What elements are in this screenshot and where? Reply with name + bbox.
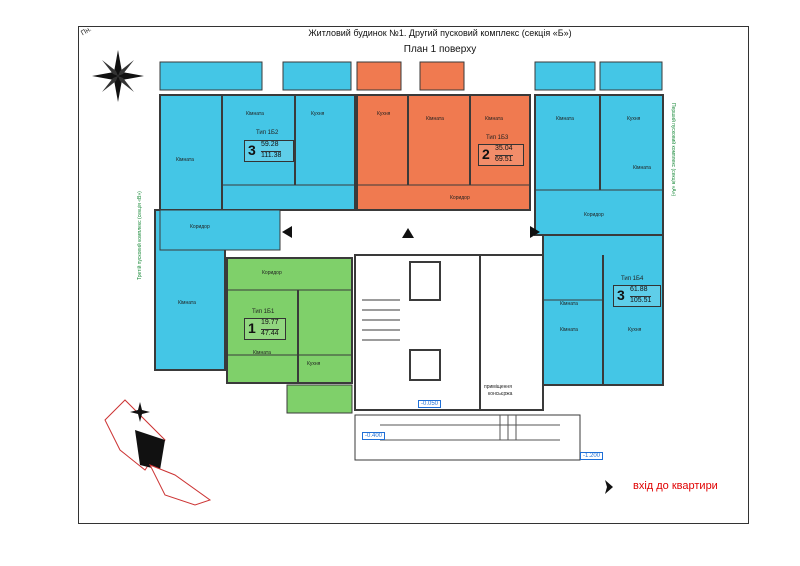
unit-badge-1b1: 1 19.77 47.44 [244,318,286,340]
left-section-label: Третій пусковий комплекс (секція «В») [137,191,143,280]
balcony [599,61,663,91]
unit-type-1b3: Тип 1Б3 [486,135,509,141]
room-label: Кімната [560,327,578,333]
corridor-left [159,209,281,251]
room-label: Кімната [485,116,503,122]
unit-badge-1b4: 3 61.88 105.51 [613,285,661,307]
unit-1b3 [356,94,531,211]
unit-type-1b2: Тип 1Б2 [256,130,279,136]
unit-type-1b1: Тип 1Б1 [252,309,275,315]
unit-1b2 [159,94,356,211]
room-label: Кухня [311,111,325,117]
room-label: Кімната [633,165,651,171]
unit-badge-1b2: 3 59.28 111.38 [244,140,294,162]
level-mark: -0.050 [418,400,442,408]
room-label: Кімната [178,300,196,306]
entrance-arrow-icon [282,226,292,238]
room-label: Кімната [253,350,271,356]
unit-type-1b4: Тип 1Б4 [621,276,644,282]
elevator [409,349,441,381]
balcony [286,384,353,414]
entrance-ramp [354,414,581,461]
page-title: Житловий будинок №1. Другий пусковий ком… [308,28,572,38]
balcony [356,61,402,91]
concierge-label: приміщення [484,384,512,390]
site-plan-thumbnail [104,399,212,506]
compass-icon [92,50,144,102]
room-label: Кімната [176,157,194,163]
room-label: Коридор [190,224,210,230]
right-section-label: Перший пусковий комплекс (секція «А») [670,103,676,197]
room-label: Кухня [307,361,321,367]
unit-badge-1b3: 2 35.04 69.51 [478,144,524,166]
drawing-frame [78,26,749,524]
balcony [159,61,263,91]
room-label: Кімната [246,111,264,117]
room-label: Коридор [450,195,470,201]
room-label: Кімната [556,116,574,122]
balcony [419,61,465,91]
unit-1b1 [226,257,353,384]
room-label: Кімната [560,301,578,307]
plan-title: План 1 поверху [403,44,477,55]
stair-core [354,254,544,411]
room-label: Кімната [426,116,444,122]
concierge-label: консьєржа [488,391,513,397]
room-label: Коридор [584,212,604,218]
balcony [282,61,352,91]
elevator [409,261,441,301]
level-mark: -1.200 [580,452,604,460]
level-mark: -0.400 [362,432,386,440]
entrance-arrow-icon [402,228,414,238]
balcony [534,61,596,91]
legend-entrance: вхід до квартири [633,480,718,492]
entrance-arrow-icon [530,226,540,238]
room-label: Кухня [377,111,391,117]
room-label: Кухня [627,116,641,122]
room-label: Коридор [262,270,282,276]
room-label: Кухня [628,327,642,333]
legend-arrow-icon [605,480,613,494]
